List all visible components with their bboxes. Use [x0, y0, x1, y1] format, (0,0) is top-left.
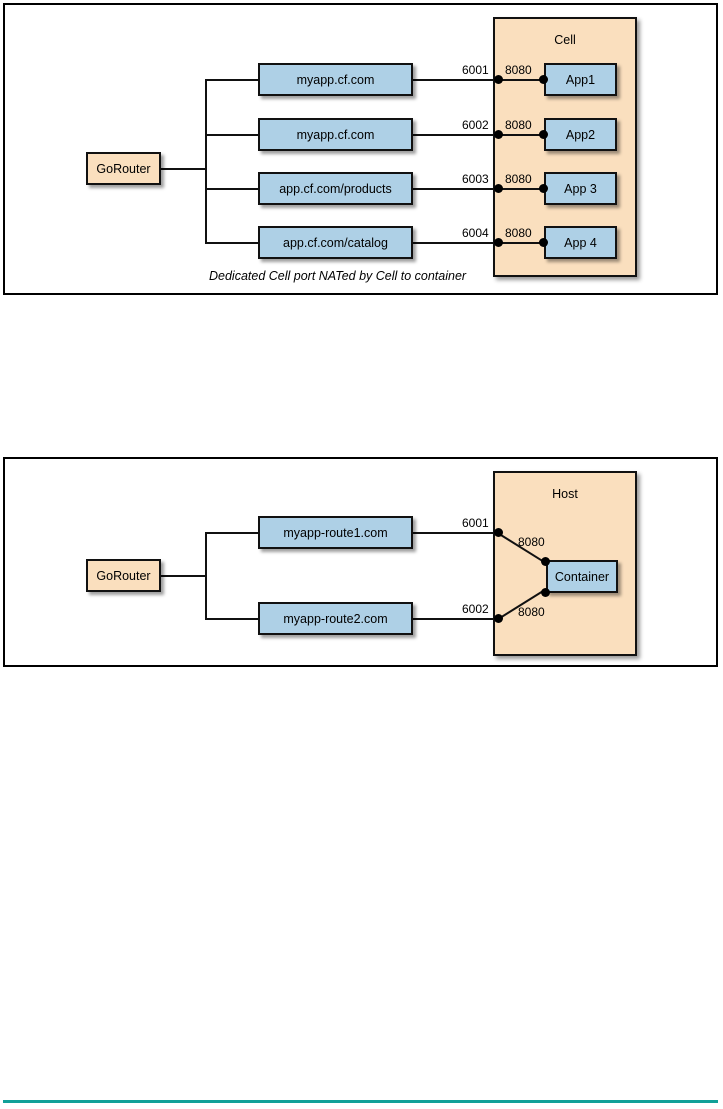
route-label: app.cf.com/products [279, 181, 392, 196]
external-port-dot [494, 238, 503, 247]
external-port-dot [494, 184, 503, 193]
gorouter-label: GoRouter [96, 568, 151, 583]
route-to-cell-line [413, 79, 499, 81]
app-label: App1 [565, 72, 596, 87]
external-port-label: 6001 [462, 63, 489, 77]
internal-port-label: 8080 [505, 63, 532, 77]
external-port-label: 6003 [462, 172, 489, 186]
figure-1-canvas: Cell GoRouter myapp.cf.com 6001 8080 App… [5, 5, 716, 293]
cell-to-app-line [498, 188, 544, 190]
figure-cell-routing: Cell GoRouter myapp.cf.com 6001 8080 App… [3, 3, 718, 295]
external-port-label: 6001 [462, 516, 489, 530]
gorouter-box[interactable]: GoRouter [86, 559, 161, 592]
distribution-bus-line [205, 79, 207, 244]
route-label: myapp-route2.com [283, 611, 388, 626]
gorouter-stub-line [161, 168, 205, 170]
route-box[interactable]: myapp-route1.com [258, 516, 413, 549]
external-port-label: 6002 [462, 118, 489, 132]
app-port-dot [539, 130, 548, 139]
internal-port-label: 8080 [518, 605, 545, 619]
route-label: app.cf.com/catalog [283, 235, 388, 250]
figure-2-canvas: Host GoRouter myapp-route1.com 6001 8080… [5, 459, 716, 665]
footer-accent-rule [3, 1100, 718, 1103]
cell-region-label: Cell [554, 33, 576, 47]
bus-to-route-line [205, 134, 258, 136]
app-box[interactable]: App1 [544, 63, 617, 96]
bus-to-route-line [205, 618, 258, 620]
internal-port-label: 8080 [505, 226, 532, 240]
route-box[interactable]: myapp-route2.com [258, 602, 413, 635]
app-port-dot [539, 75, 548, 84]
route-label: myapp-route1.com [283, 525, 388, 540]
container-box[interactable]: Container [546, 560, 618, 593]
route-label: myapp.cf.com [296, 72, 375, 87]
external-port-dot [494, 130, 503, 139]
container-label: Container [554, 569, 610, 584]
external-port-label: 6002 [462, 602, 489, 616]
host-region-label: Host [552, 487, 578, 501]
route-to-host-line [413, 618, 499, 620]
app-box[interactable]: App 4 [544, 226, 617, 259]
route-box[interactable]: myapp.cf.com [258, 118, 413, 151]
cell-to-app-line [498, 242, 544, 244]
route-box[interactable]: app.cf.com/catalog [258, 226, 413, 259]
bus-to-route-line [205, 79, 258, 81]
internal-port-label: 8080 [505, 172, 532, 186]
container-top-port-dot [541, 557, 550, 566]
external-port-dot [494, 528, 503, 537]
route-to-cell-line [413, 134, 499, 136]
app-port-dot [539, 238, 548, 247]
external-port-dot [494, 614, 503, 623]
bus-to-route-line [205, 242, 258, 244]
cell-to-app-line [498, 79, 544, 81]
distribution-bus-line [205, 532, 207, 618]
external-port-label: 6004 [462, 226, 489, 240]
app-label: App 4 [564, 235, 597, 250]
route-to-host-line [413, 532, 499, 534]
route-to-cell-line [413, 242, 499, 244]
figure-host-routing: Host GoRouter myapp-route1.com 6001 8080… [3, 457, 718, 667]
route-box[interactable]: app.cf.com/products [258, 172, 413, 205]
route-to-cell-line [413, 188, 499, 190]
app-port-dot [539, 184, 548, 193]
app-label: App2 [565, 127, 596, 142]
app-box[interactable]: App 3 [544, 172, 617, 205]
gorouter-label: GoRouter [96, 161, 151, 176]
container-bottom-port-dot [541, 588, 550, 597]
app-label: App 3 [564, 181, 597, 196]
internal-port-label: 8080 [518, 535, 545, 549]
cell-to-app-line [498, 134, 544, 136]
route-label: myapp.cf.com [296, 127, 375, 142]
gorouter-stub-line [161, 575, 205, 577]
external-port-dot [494, 75, 503, 84]
bus-to-route-line [205, 188, 258, 190]
gorouter-box[interactable]: GoRouter [86, 152, 161, 185]
bus-to-route-line [205, 532, 258, 534]
figure-1-caption: Dedicated Cell port NATed by Cell to con… [209, 269, 467, 283]
route-box[interactable]: myapp.cf.com [258, 63, 413, 96]
app-box[interactable]: App2 [544, 118, 617, 151]
internal-port-label: 8080 [505, 118, 532, 132]
